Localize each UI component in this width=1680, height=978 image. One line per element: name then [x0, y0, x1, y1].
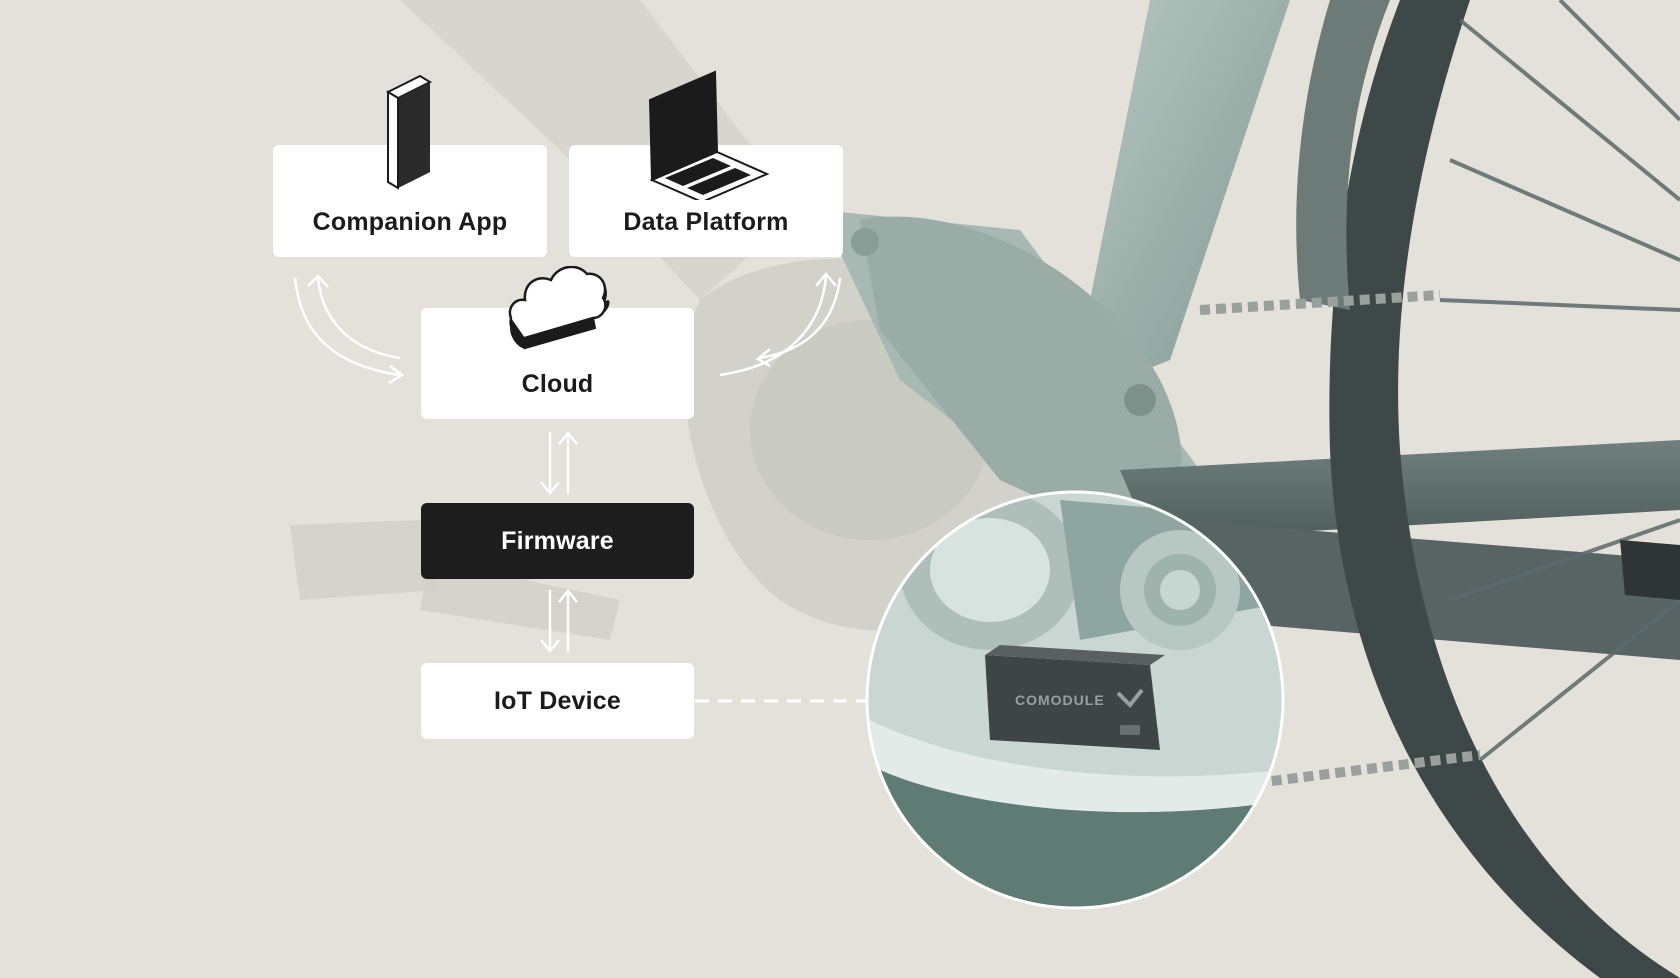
phone-icon: [380, 72, 440, 192]
device-brand-label: COMODULE: [1015, 692, 1105, 708]
data-platform-label: Data Platform: [623, 208, 788, 237]
arrow-firmware-iot: [530, 586, 590, 656]
companion-app-label: Companion App: [313, 208, 508, 237]
laptop-icon: [645, 70, 775, 200]
iot-device-label: IoT Device: [494, 687, 621, 716]
cloud-label: Cloud: [522, 370, 594, 399]
firmware-box: Firmware: [421, 503, 694, 579]
firmware-label: Firmware: [501, 527, 614, 556]
iot-device-box: IoT Device: [421, 663, 694, 739]
arrow-cloud-firmware: [530, 428, 590, 498]
cloud-icon: [505, 266, 615, 356]
arrow-platform-cloud: [710, 270, 870, 400]
